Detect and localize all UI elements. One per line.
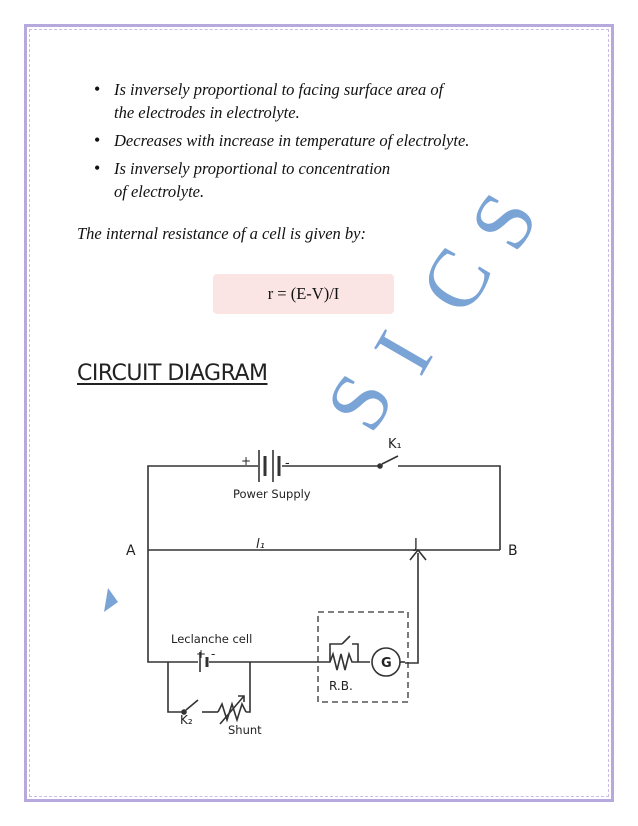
jockey-label: J (413, 537, 418, 552)
rb-key-wire-right (352, 643, 359, 662)
resistance-box-icon (322, 651, 370, 671)
plus-label: + (196, 647, 206, 661)
key-k2-label: K₂ (180, 713, 193, 727)
length-label: l₁ (256, 537, 265, 552)
page-border-inner (29, 29, 609, 797)
bullet-item: Is inversely proportional to facing surf… (90, 78, 590, 124)
minus-label: - (285, 456, 290, 471)
shunt-resistor-icon (217, 701, 247, 723)
rb-label: R.B. (329, 679, 353, 693)
leclanche-cell-icon (199, 652, 209, 672)
bullet-line: Decreases with increase in temperature o… (114, 131, 470, 150)
dashed-enclosure (317, 611, 409, 703)
key-k1-label: K₁ (388, 437, 402, 452)
bullet-line: Is inversely proportional to concentrati… (114, 159, 391, 178)
shunt-branch-left (167, 662, 182, 713)
bullet-line: Is inversely proportional to facing surf… (114, 80, 444, 99)
arrow-head-icon (238, 695, 245, 702)
section-heading: CIRCUIT DIAGRAM (77, 361, 268, 386)
bullet-line: of electrolyte. (114, 182, 205, 201)
leclanche-label: Leclanche cell (171, 632, 252, 646)
power-supply-label: Power Supply (233, 487, 311, 501)
bullet-item: Is inversely proportional to concentrati… (90, 157, 590, 203)
minus-label: - (211, 647, 215, 661)
bullet-list: Is inversely proportional to facing surf… (90, 78, 590, 208)
rb-key-wire-left (329, 643, 342, 662)
bullet-item: Decreases with increase in temperature o… (90, 129, 590, 152)
wire-top-left (147, 465, 258, 550)
point-b-label: B (508, 543, 518, 559)
plus-label: + (241, 454, 251, 468)
page-border (24, 24, 614, 802)
battery-icon (258, 450, 281, 482)
galvanometer-label: G (381, 656, 392, 671)
intro-text: The internal resistance of a cell is giv… (77, 224, 366, 243)
formula-box: r = (E-V)/I (213, 274, 394, 314)
wire-top-right (398, 465, 501, 550)
wire-lower-left (147, 550, 198, 663)
shunt-branch-right (246, 662, 251, 713)
point-a-label: A (126, 543, 136, 559)
variable-arrow-icon (219, 695, 245, 725)
shunt-label: Shunt (228, 723, 262, 737)
formula: r = (E-V)/I (267, 284, 340, 303)
key-k1-icon (377, 455, 399, 469)
arrow-up-icon (409, 548, 427, 561)
rb-key-icon (341, 635, 351, 645)
jockey-wire (405, 553, 419, 664)
bullet-line: the electrodes in electrolyte. (114, 103, 300, 122)
key-k2-icon (181, 699, 199, 715)
